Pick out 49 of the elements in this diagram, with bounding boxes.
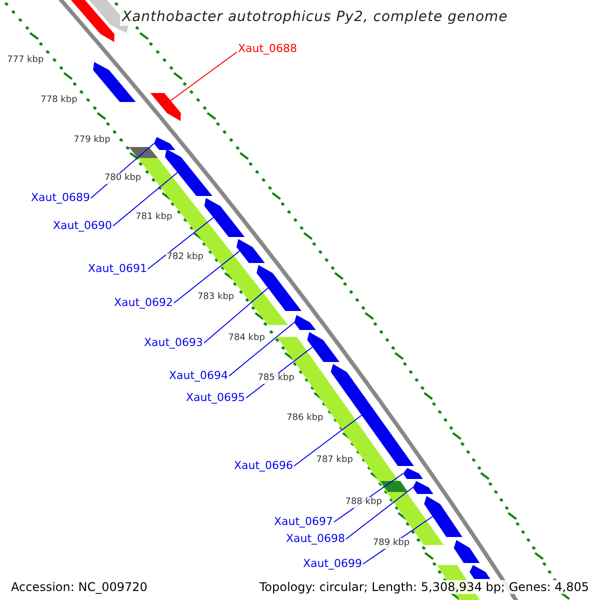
leader-line [294,414,362,466]
gene-block [256,265,302,311]
scale-label: 786 kbp [286,413,324,424]
scale-label: 777 kbp [6,55,45,66]
gene-label: Xaut_0696 [234,459,294,472]
gene-block [150,93,181,121]
title: Xanthobacter autotrophicus Py2, complete genome [120,9,510,26]
gene-block [204,198,245,237]
gene-label: Xaut_0692 [114,296,174,309]
scale-label: 789 kbp [372,538,411,549]
scale-label: 779 kbp [72,135,112,146]
leader-line [346,487,414,540]
scale-label: 788 kbp [344,497,383,508]
scale-label: 782 kbp [166,252,204,263]
scale-label: 781 kbp [134,212,174,223]
footer-text: Accession: NC_009720 [9,580,150,594]
gene-label: Xaut_0694 [169,369,228,382]
leader-line [161,52,238,108]
scale-label: 785 kbp [256,373,296,384]
scale-label: 784 kbp [227,333,266,344]
scale-label: 783 kbp [196,292,236,303]
gene-block [454,540,480,563]
gene-label: Xaut_0690 [53,219,112,232]
leader-line [204,288,269,344]
scale-label: 780 kbp [103,173,142,184]
leader-line [148,217,214,270]
gene-block [307,332,340,362]
gene-block [412,481,434,494]
gene-label: Xaut_0697 [274,515,334,528]
leader-line [174,250,240,304]
leader-line [112,172,178,226]
footer-text: Topology: circular; Length: 5,308,934 bp; Genes: 4,805 [257,580,591,594]
gene-label: Xaut_0695 [186,391,246,404]
gene-label: Xaut_0698 [286,532,346,545]
scale-label: 778 kbp [40,95,78,106]
gene-label: Xaut_0693 [144,336,204,349]
gene-label: Xaut_0688 [238,42,298,55]
scale-label: 787 kbp [315,455,354,466]
gene-block [236,239,265,263]
gene-block [93,62,136,102]
gene-label: Xaut_0691 [88,262,148,275]
gene-block [165,149,212,196]
gene-label: Xaut_0699 [303,557,362,570]
gene-block [294,315,316,330]
gene-block [154,137,176,150]
gene-block [403,468,423,479]
leader-line [228,322,295,376]
gene-block [424,496,462,537]
gene-label: Xaut_0689 [31,191,90,204]
